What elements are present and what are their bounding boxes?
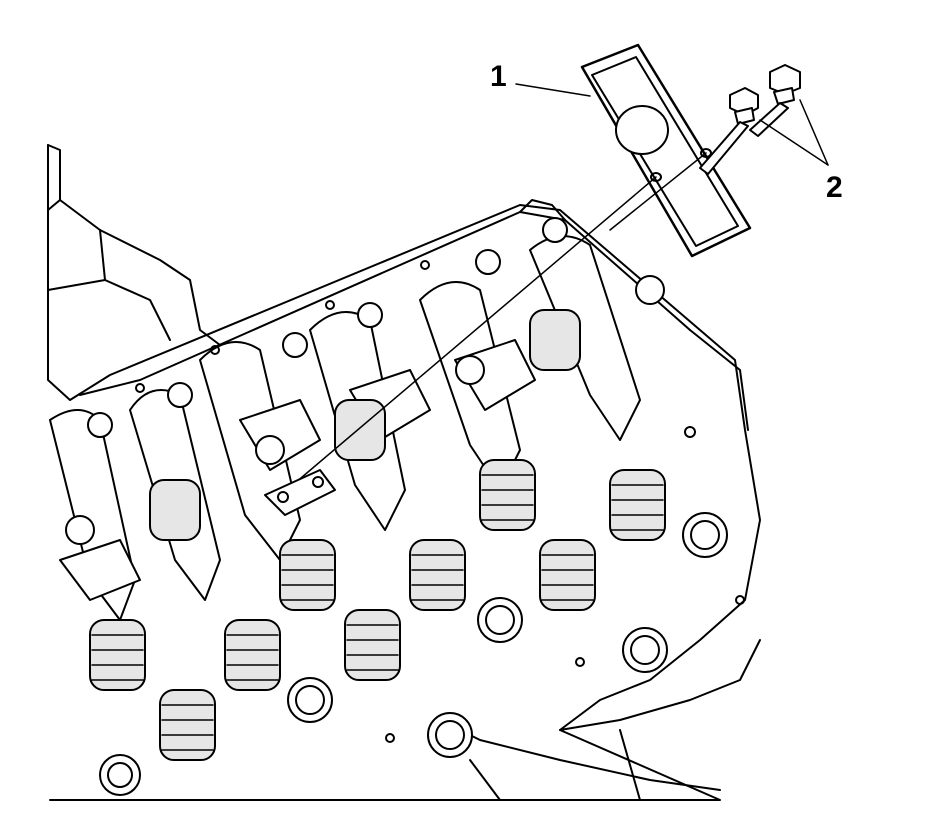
plate-mount-bracket — [264, 469, 336, 516]
valve-springs — [89, 309, 666, 761]
mounting-holes — [135, 260, 745, 743]
bolt-components — [699, 64, 801, 175]
head-bolts — [99, 512, 728, 796]
callout-label-1: 1 — [490, 60, 507, 93]
pivot-bolts — [65, 217, 665, 545]
callout-label-2: 2 — [826, 171, 843, 204]
leader-lines — [274, 83, 829, 501]
